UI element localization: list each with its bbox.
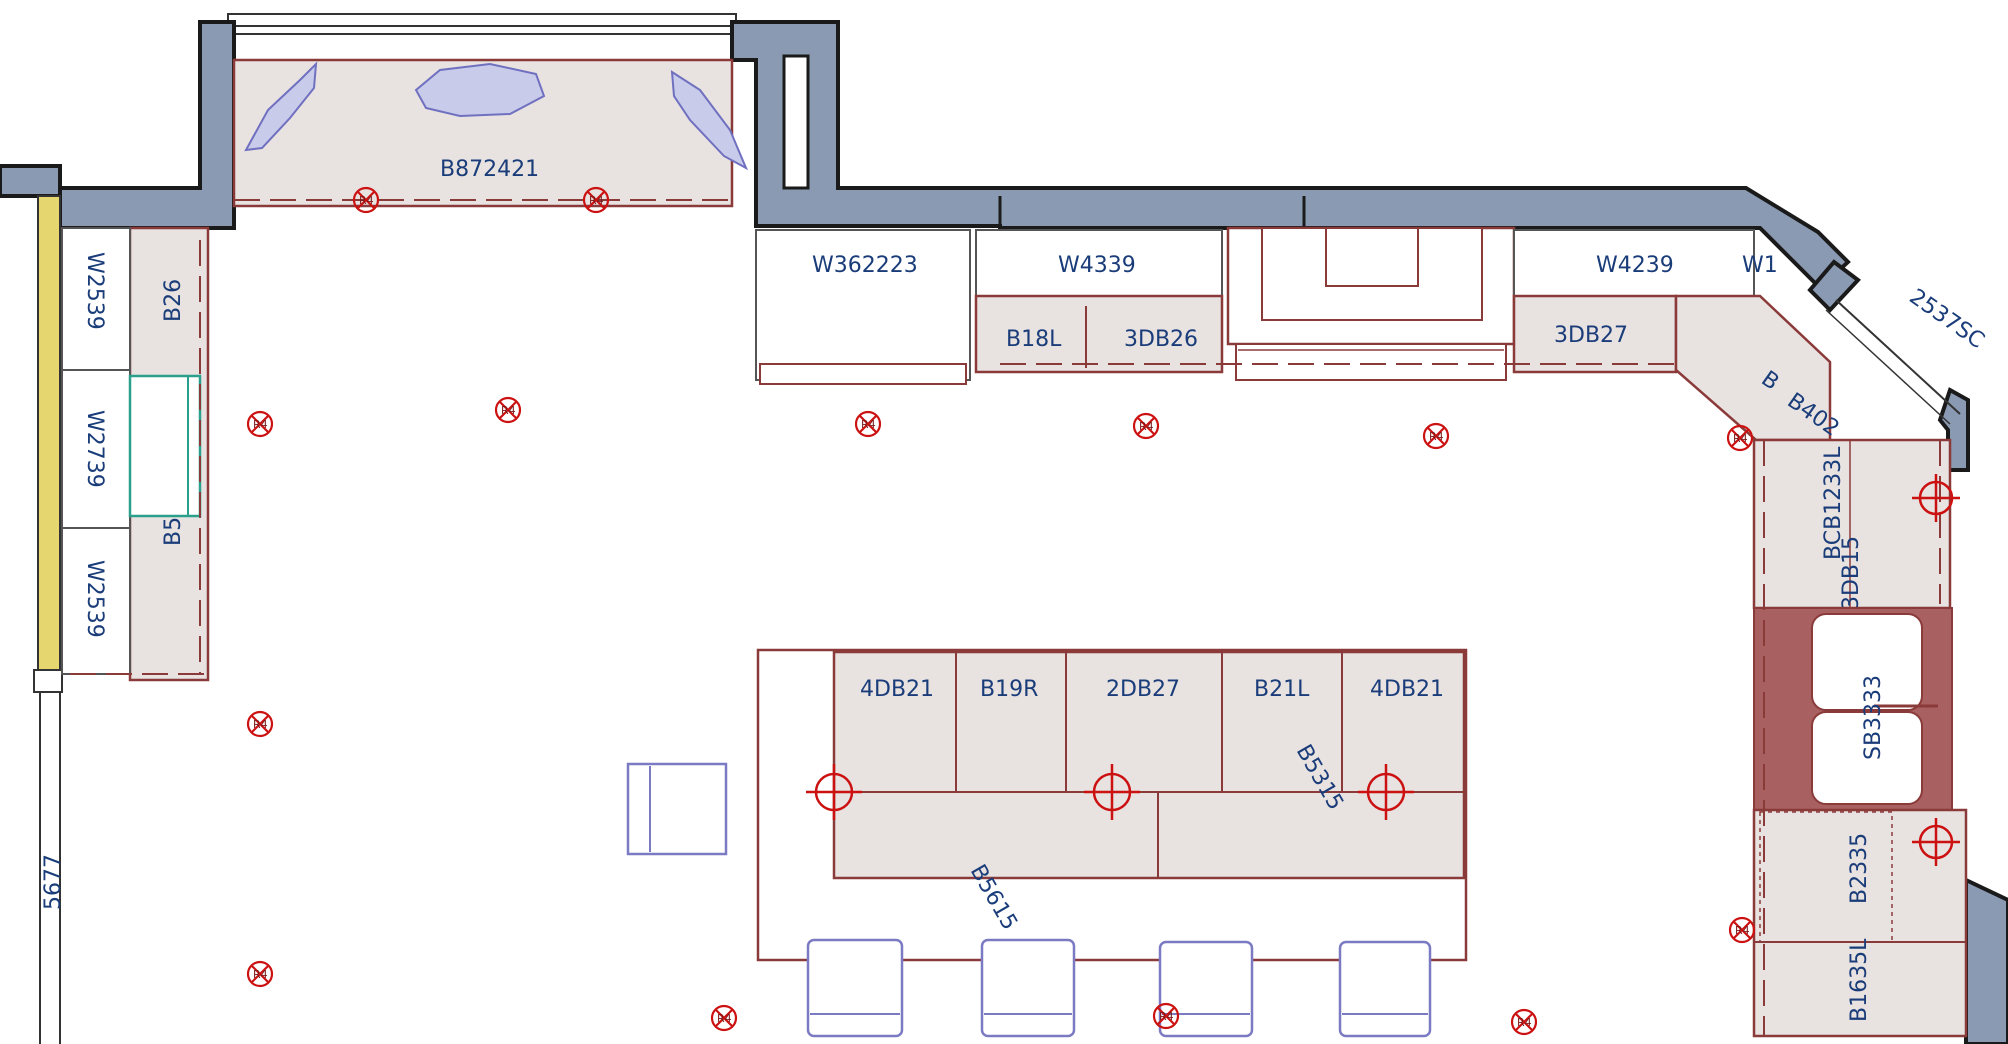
plant-icon xyxy=(414,62,546,118)
label-w1: W1 xyxy=(1742,253,1778,278)
recessed-light-icon: R4 xyxy=(1422,422,1450,450)
door-left: 5677 xyxy=(33,195,66,1044)
recessed-light-icon: R4 xyxy=(246,710,274,738)
svg-text:R4: R4 xyxy=(253,718,268,731)
svg-text:R4: R4 xyxy=(1139,420,1154,433)
outlet-icon xyxy=(1358,764,1414,820)
exterior-walls xyxy=(58,20,2008,1044)
label-w362223: W362223 xyxy=(812,253,918,278)
plant-icon xyxy=(244,61,318,152)
label-3db15: 3DB15 xyxy=(1839,536,1864,610)
bay-window-top xyxy=(227,13,737,61)
window-seat-b872421: B872421 xyxy=(232,58,749,208)
label-b5: B5 xyxy=(161,517,186,546)
door-5677-label: 5677 xyxy=(41,854,66,910)
label-2db27: 2DB27 xyxy=(1106,677,1180,702)
recessed-light-icon: R4 xyxy=(1728,916,1756,944)
label-b1635l: B1635L xyxy=(1847,938,1872,1022)
recessed-light-icon: R4 xyxy=(494,396,522,424)
svg-text:R4: R4 xyxy=(253,968,268,981)
stool-icon xyxy=(980,938,1076,1038)
outlet-icon xyxy=(1912,474,1960,522)
label-w2739: W2739 xyxy=(82,410,107,488)
recessed-light-icon: R4 xyxy=(352,186,380,214)
label-w2539-top: W2539 xyxy=(82,252,107,330)
stool-icon xyxy=(806,938,904,1038)
outlet-icon xyxy=(1084,764,1140,820)
recessed-light-icon: R4 xyxy=(582,186,610,214)
recessed-light-icon: R4 xyxy=(1152,1002,1180,1030)
svg-text:R4: R4 xyxy=(253,418,268,431)
stool-icon xyxy=(1338,940,1432,1038)
label-b26: B26 xyxy=(161,279,186,322)
label-b19r: B19R xyxy=(980,677,1038,702)
label-4db21-right: 4DB21 xyxy=(1370,677,1444,702)
recessed-light-icon: R4 xyxy=(246,960,274,988)
label-w4339: W4339 xyxy=(1058,253,1136,278)
svg-text:R4: R4 xyxy=(359,194,374,207)
svg-text:R4: R4 xyxy=(1429,430,1444,443)
svg-text:R4: R4 xyxy=(717,1012,732,1025)
outlet-icon xyxy=(1912,818,1960,866)
recessed-light-icon: R4 xyxy=(854,410,882,438)
left-cabinet-run: W2539 W2739 W2539 B26 B5 xyxy=(61,226,210,682)
outlet-icon xyxy=(806,764,862,820)
svg-text:R4: R4 xyxy=(501,404,516,417)
label-4db21-left: 4DB21 xyxy=(860,677,934,702)
recessed-light-icon: R4 xyxy=(246,410,274,438)
label-b21l: B21L xyxy=(1254,677,1310,702)
label-3db27: 3DB27 xyxy=(1554,323,1628,348)
recessed-light-icon: R4 xyxy=(1726,424,1754,452)
wall-left xyxy=(0,164,62,198)
svg-text:R4: R4 xyxy=(1159,1010,1174,1023)
label-w2539-bottom: W2539 xyxy=(82,560,107,638)
chair-icon xyxy=(626,762,728,856)
label-3db26: 3DB26 xyxy=(1124,327,1198,352)
stool-icon xyxy=(1158,940,1254,1038)
right-cabinet-run: B B402 BCB1233L 3DB15 SB3333 B2335 B1635… xyxy=(1674,294,1968,1038)
recessed-light-icon: R4 xyxy=(710,1004,738,1032)
recessed-lights: R4 R4 R4 R4 R4 R4 R4 R4 R4 R4 R4 R4 R4 R… xyxy=(246,186,1756,1036)
label-b872421: B872421 xyxy=(440,157,539,182)
plant-icon xyxy=(670,70,749,171)
label-w4239: W4239 xyxy=(1596,253,1674,278)
label-sb3333: SB3333 xyxy=(1861,675,1886,760)
svg-text:R4: R4 xyxy=(1733,432,1748,445)
window-2537sc-label: 2537SC xyxy=(1905,284,1989,353)
label-b2335: B2335 xyxy=(1847,833,1872,904)
label-bcb1233l: BCB1233L xyxy=(1821,446,1846,560)
recessed-light-icon: R4 xyxy=(1132,412,1160,440)
label-b18l: B18L xyxy=(1006,327,1062,352)
svg-text:R4: R4 xyxy=(1735,924,1750,937)
recessed-light-icon: R4 xyxy=(1510,1008,1538,1036)
svg-text:R4: R4 xyxy=(589,194,604,207)
svg-text:R4: R4 xyxy=(1517,1016,1532,1029)
svg-text:R4: R4 xyxy=(861,418,876,431)
outlets xyxy=(806,474,1960,866)
seating xyxy=(626,762,1432,1038)
top-cabinet-run: W362223 W4339 B18L 3DB26 W4239 W1 3DB27 xyxy=(755,226,1778,385)
